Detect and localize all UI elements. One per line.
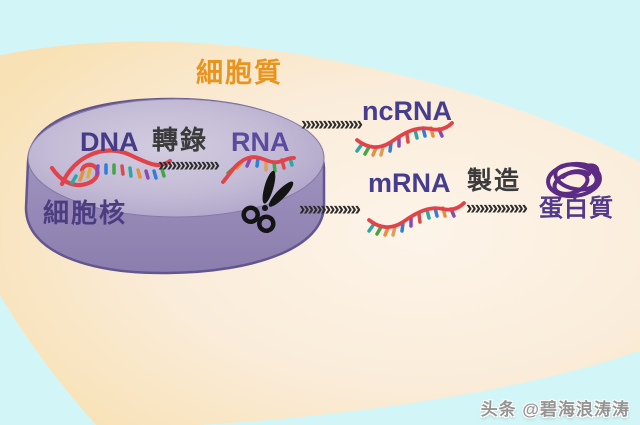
transcription-label: 轉錄 — [152, 125, 209, 155]
manufacture-label: 製造 — [467, 167, 522, 195]
chevron-arrow-icon: »»»»»»» — [301, 114, 363, 135]
chevron-arrow-icon: »»»»»»» — [158, 155, 220, 176]
dna-strand-icon — [49, 148, 173, 188]
watermark: 头条 @碧海浪涛涛 — [480, 400, 630, 419]
protein-label: 蛋白質 — [539, 195, 614, 222]
mrna-label: mRNA — [368, 168, 451, 198]
chevron-arrow-icon: »»»»»»» — [466, 198, 528, 219]
chevron-arrow-icon: »»»»»»» — [299, 199, 361, 220]
protein-blob-icon — [546, 161, 602, 199]
dna-label: DNA — [80, 127, 139, 157]
rna-strand-icon — [221, 155, 296, 184]
ncrna-label: ncRNA — [362, 96, 453, 126]
scissors-icon — [241, 170, 294, 234]
cytoplasm-label: 細胞質 — [196, 58, 283, 88]
nucleus-surface — [27, 98, 325, 218]
rna-label: RNA — [231, 127, 290, 157]
nucleus-label: 細胞核 — [43, 198, 128, 228]
